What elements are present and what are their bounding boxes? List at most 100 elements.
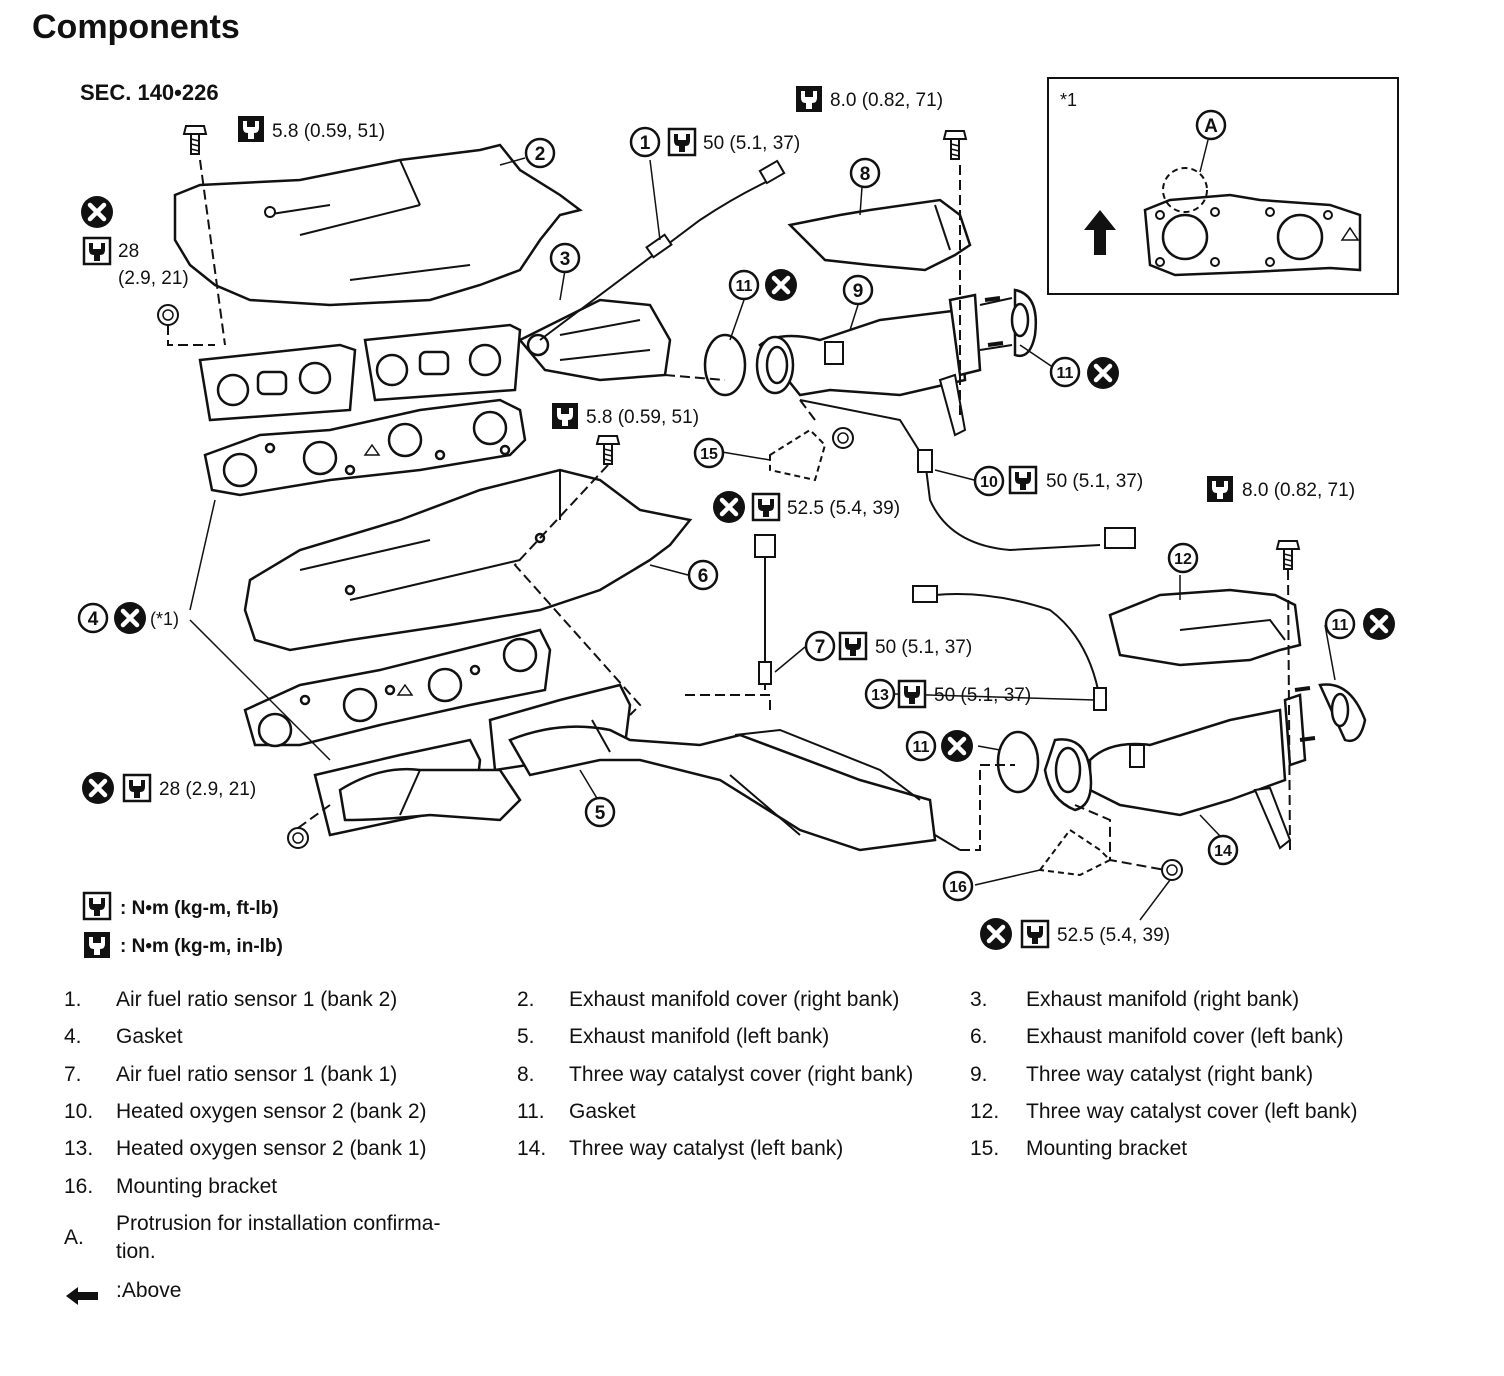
sensor-10 [799, 399, 1136, 552]
no-reuse-icon [941, 730, 973, 762]
callout-1: 1 [629, 126, 661, 158]
torque-52-5-upper: 52.5 (5.4, 39) [787, 498, 900, 519]
svg-text:12: 12 [1174, 551, 1192, 568]
inset-label: *1 [1060, 90, 1077, 110]
manifold-cover-left [243, 468, 693, 652]
catalyst-left [1043, 683, 1367, 850]
torque-inlb-icon [796, 86, 822, 112]
svg-text:10: 10 [980, 474, 998, 491]
torque-ftlb-icon [1008, 465, 1038, 495]
sensor-13 [912, 585, 1107, 711]
callout-13: 13 [864, 678, 896, 710]
callout-11b: 11 [1049, 356, 1081, 388]
svg-text:9: 9 [853, 281, 864, 302]
torque-ftlb-icon [122, 773, 152, 803]
callout-8: 8 [849, 157, 881, 189]
torque-inlb-icon [238, 116, 264, 142]
svg-text:11: 11 [1057, 365, 1074, 382]
svg-text:2: 2 [535, 144, 546, 165]
torque-28-upper: 28 [118, 241, 139, 262]
callout-15: 15 [693, 437, 725, 469]
gasket-lower [243, 628, 552, 748]
callout-10: 10 [973, 465, 1005, 497]
manifold-right-flange [198, 298, 672, 422]
svg-text:11: 11 [1332, 617, 1349, 634]
torque-sensor-7: 50 (5.1, 37) [875, 637, 972, 658]
callout-11d: 11 [905, 730, 937, 762]
section-code: SEC. 140•226 [80, 80, 219, 105]
svg-text:11: 11 [913, 739, 930, 756]
svg-text:14: 14 [1214, 843, 1232, 860]
torque-5-8-lower: 5.8 (0.59, 51) [586, 407, 699, 428]
callout-16: 16 [942, 870, 974, 902]
torque-sensor-13: 50 (5.1, 37) [934, 685, 1031, 706]
svg-text:8: 8 [860, 164, 871, 185]
torque-ftlb-icon [897, 679, 927, 709]
callout-11c: 11 [1324, 608, 1356, 640]
torque-8-0-lower: 8.0 (0.82, 71) [1242, 480, 1355, 501]
no-reuse-icon [114, 602, 146, 634]
page-title: Components [32, 8, 240, 46]
torque-ftlb-icon [82, 236, 112, 266]
bracket-16 [1038, 828, 1112, 877]
catalyst-cover-right [787, 198, 972, 272]
no-reuse-icon [1087, 357, 1119, 389]
torque-ftlb-icon [751, 492, 781, 522]
torque-inlb-icon [1207, 476, 1233, 502]
svg-text:11: 11 [736, 278, 753, 295]
torque-28-upper-sub: (2.9, 21) [118, 268, 189, 289]
torque-sensor-10: 50 (5.1, 37) [1046, 471, 1143, 492]
svg-text:7: 7 [815, 637, 826, 658]
exploded-diagram: *1 A 1 2 3 4 5 6 7 8 9 10 11 11 11 11 12… [77, 77, 1399, 958]
no-reuse-icon [82, 772, 114, 804]
callout-7: 7 [804, 630, 836, 662]
inset-callout-a: A [1204, 116, 1218, 137]
torque-ftlb-icon [82, 891, 112, 921]
inset-detail: *1 A [1047, 77, 1399, 295]
svg-text:4: 4 [88, 609, 99, 630]
callout-11a: 11 [728, 269, 760, 301]
svg-text:5: 5 [595, 803, 606, 824]
sensor-1 [539, 159, 786, 341]
callout-4: 4 [77, 602, 109, 634]
callout-6: 6 [687, 559, 719, 591]
torque-sensor-1: 50 (5.1, 37) [703, 133, 800, 154]
svg-text:15: 15 [700, 446, 718, 463]
gasket-ring-lower [996, 730, 1040, 794]
torque-inlb-icon [552, 403, 578, 429]
torque-8-0-upper: 8.0 (0.82, 71) [830, 90, 943, 111]
star-note: (*1) [150, 609, 179, 629]
no-reuse-icon [980, 918, 1012, 950]
bracket-15 [769, 428, 827, 482]
arrow-left-icon [66, 1287, 98, 1305]
torque-ftlb-icon [838, 631, 868, 661]
gasket-upper [203, 398, 527, 497]
torque-28-lower: 28 (2.9, 21) [159, 779, 256, 800]
torque-52-5-lower: 52.5 (5.4, 39) [1057, 925, 1170, 946]
callout-2: 2 [524, 137, 556, 169]
callout-3: 3 [549, 242, 581, 274]
manifold-left [313, 683, 961, 852]
no-reuse-icon [765, 269, 797, 301]
catalyst-right [755, 288, 1038, 397]
torque-ftlb-icon [667, 127, 697, 157]
svg-text:1: 1 [640, 133, 651, 154]
torque-5-8-upper: 5.8 (0.59, 51) [272, 121, 385, 142]
svg-text:16: 16 [949, 879, 967, 896]
gasket-ring-upper [703, 333, 747, 397]
torque-ftlb-icon [1020, 919, 1050, 949]
svg-text:13: 13 [871, 687, 889, 704]
legend-inlb: : N•m (kg-m, in-lb) [120, 936, 283, 957]
callout-12: 12 [1167, 542, 1199, 574]
manifold-cover-right [173, 143, 583, 307]
legend-ftlb: : N•m (kg-m, ft-lb) [120, 898, 279, 919]
no-reuse-icon [713, 491, 745, 523]
callout-9: 9 [842, 274, 874, 306]
svg-text:6: 6 [698, 566, 709, 587]
catalyst-cover-left [1108, 588, 1302, 667]
no-reuse-icon [81, 196, 113, 228]
svg-text:3: 3 [560, 249, 571, 270]
torque-inlb-icon [84, 932, 110, 958]
no-reuse-icon [1363, 608, 1395, 640]
callout-5: 5 [584, 796, 616, 828]
